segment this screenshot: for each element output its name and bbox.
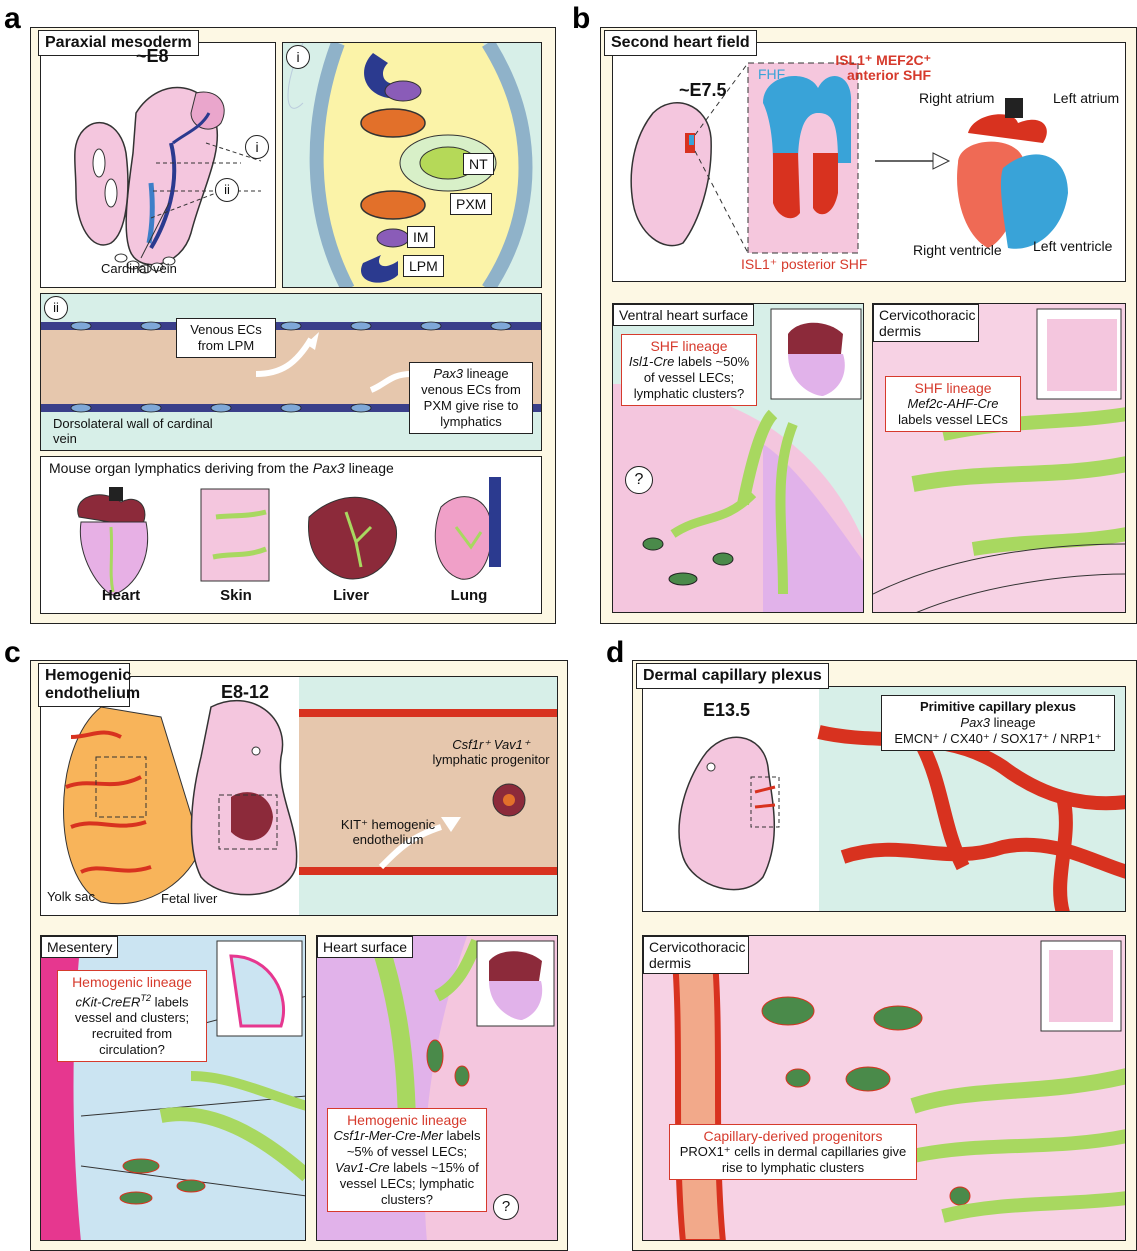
yolk-sac-label: Yolk sac — [47, 889, 95, 904]
kit-label: KIT⁺ hemogenic endothelium — [333, 817, 443, 847]
panel-letter-c: c — [4, 636, 21, 670]
e8-embryo-drawing — [41, 43, 276, 288]
panel-c-title: Hemogenic endothelium — [38, 663, 130, 707]
label-lpm: LPM — [403, 255, 444, 277]
hemogenic-embryo-drawing — [41, 677, 558, 916]
left-atrium-label: Left atrium — [1053, 91, 1119, 106]
panel-a-title: Paraxial mesoderm — [38, 30, 199, 56]
left-ventricle-label: Left ventricle — [1033, 239, 1112, 254]
cross-section-drawing — [283, 43, 542, 288]
panel-letter-a: a — [4, 2, 21, 36]
organ-label-liver: Liver — [301, 587, 401, 604]
mesentery-tag: Mesentery — [41, 936, 118, 958]
cardinal-vein-label: Cardinal vein — [101, 261, 177, 276]
right-ventricle-label: Right ventricle — [913, 243, 1002, 258]
marker-i-section: i — [286, 45, 310, 69]
organ-label-heart: Heart — [71, 587, 171, 604]
progenitor-label: Csf1r⁺ Vav1⁺lymphatic progenitor — [431, 737, 551, 767]
fhf-label: FHF — [758, 67, 785, 82]
panel-b-top-box: ~E7.5 FHF ISL1⁺ MEF2C⁺ anterior SHF ISL1… — [612, 42, 1126, 282]
venous-ecs-label: Venous ECs from LPM — [176, 318, 276, 358]
organ-label-skin: Skin — [186, 587, 286, 604]
question-marker-b: ? — [625, 466, 653, 494]
panel-b-title: Second heart field — [604, 30, 757, 56]
posterior-shf-label: ISL1⁺ posterior SHF — [741, 257, 867, 272]
e13-5-stage-label: E13.5 — [703, 703, 750, 718]
panel-a-vein-box: Venous ECs from LPM Pax3 lineage venous … — [40, 293, 542, 451]
question-marker-c: ? — [493, 1194, 519, 1220]
ventral-tag: Ventral heart surface — [613, 304, 754, 326]
marker-ii: ii — [215, 178, 239, 202]
heart-surface-tag: Heart surface — [317, 936, 413, 958]
label-im: IM — [407, 226, 435, 248]
organs-title: Mouse organ lymphatics deriving from the… — [49, 461, 394, 476]
marker-i: i — [245, 135, 269, 159]
e7-5-stage-label: ~E7.5 — [679, 83, 727, 98]
pax3-venous-note: Pax3 lineage venous ECs from PXM give ri… — [409, 362, 533, 434]
cervico-tag-d: Cervicothoracic dermis — [643, 936, 749, 974]
panel-a-embryo-box: ~E8 Cardinal vein — [40, 42, 276, 288]
panel-a-section-box: NT PXM IM LPM — [282, 42, 542, 288]
dorsolateral-label: Dorsolateral wall of cardinal vein — [53, 416, 233, 446]
cervico-tag-b: Cervicothoracic dermis — [873, 304, 979, 342]
label-nt: NT — [463, 153, 494, 175]
label-pxm: PXM — [450, 193, 492, 215]
panel-d-title: Dermal capillary plexus — [636, 663, 829, 689]
e8-12-stage-label: E8-12 — [221, 685, 269, 700]
organ-label-lung: Lung — [419, 587, 519, 604]
panel-c-top-box: E8-12 Csf1r⁺ Vav1⁺lymphatic progenitor K… — [40, 676, 558, 916]
fetal-liver-label: Fetal liver — [161, 891, 217, 906]
e8-stage-label: ~E8 — [136, 49, 169, 64]
panel-a-organs-box: Mouse organ lymphatics deriving from the… — [40, 456, 542, 614]
anterior-shf-label: ISL1⁺ MEF2C⁺ anterior SHF — [811, 53, 931, 83]
capillary-progenitor-drawing — [643, 936, 1126, 1241]
right-atrium-label: Right atrium — [919, 91, 994, 106]
marker-ii-vein: ii — [44, 296, 68, 320]
cervico-dermis-drawing — [873, 304, 1126, 613]
panel-d-cervico-box: Cervicothoracic dermis Capillary-derived… — [642, 935, 1126, 1241]
panel-letter-b: b — [572, 2, 590, 36]
panel-letter-d: d — [606, 636, 624, 670]
